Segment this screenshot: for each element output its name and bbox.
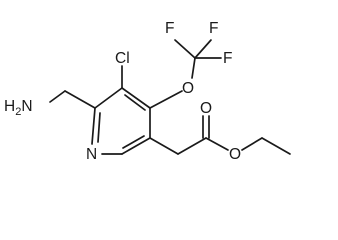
bond-c3-c4 [121, 87, 151, 109]
molecule-canvas: F F F Cl O H2N N O O [4, 20, 291, 163]
atom-label-ring-nitrogen: N [86, 146, 97, 163]
atom-label-f-right: F [223, 50, 232, 67]
atom-label-f-top-left: F [165, 20, 174, 37]
bond-n1-c2-inner [97, 112, 101, 143]
bond-cf3-f-top-right [194, 39, 212, 59]
atom-label-carbonyl-oxygen: O [200, 100, 212, 117]
bond-ch2-nh2 [49, 90, 66, 103]
bond-c5-ch2 [149, 137, 179, 155]
bond-c3-c4-inner [124, 94, 146, 111]
atom-label-ether-oxygen: O [182, 80, 194, 97]
bond-ch2-carbonyl [177, 137, 207, 155]
bond-ester-o-ch2 [241, 137, 263, 151]
atom-label-f-top-right: F [209, 20, 218, 37]
bond-n1-c2 [91, 107, 96, 145]
atom-label-amine: H2N [4, 98, 33, 118]
bond-cf3-f-top-left [174, 39, 196, 59]
atom-label-chlorine: Cl [115, 50, 130, 67]
bond-c4-o [149, 90, 183, 109]
bond-ethyl [261, 137, 291, 155]
bond-o-cf3 [191, 57, 196, 79]
bond-c5-c6-inner [122, 135, 145, 149]
atom-label-ester-oxygen: O [229, 146, 241, 163]
bond-c5-c6 [121, 137, 151, 155]
bond-c2-c3 [94, 87, 123, 109]
bond-carbonyl-ester-o [205, 137, 229, 151]
structure-diagram: F F F Cl O H2N N O O [4, 20, 291, 163]
bond-c2-ch2 [64, 90, 96, 109]
